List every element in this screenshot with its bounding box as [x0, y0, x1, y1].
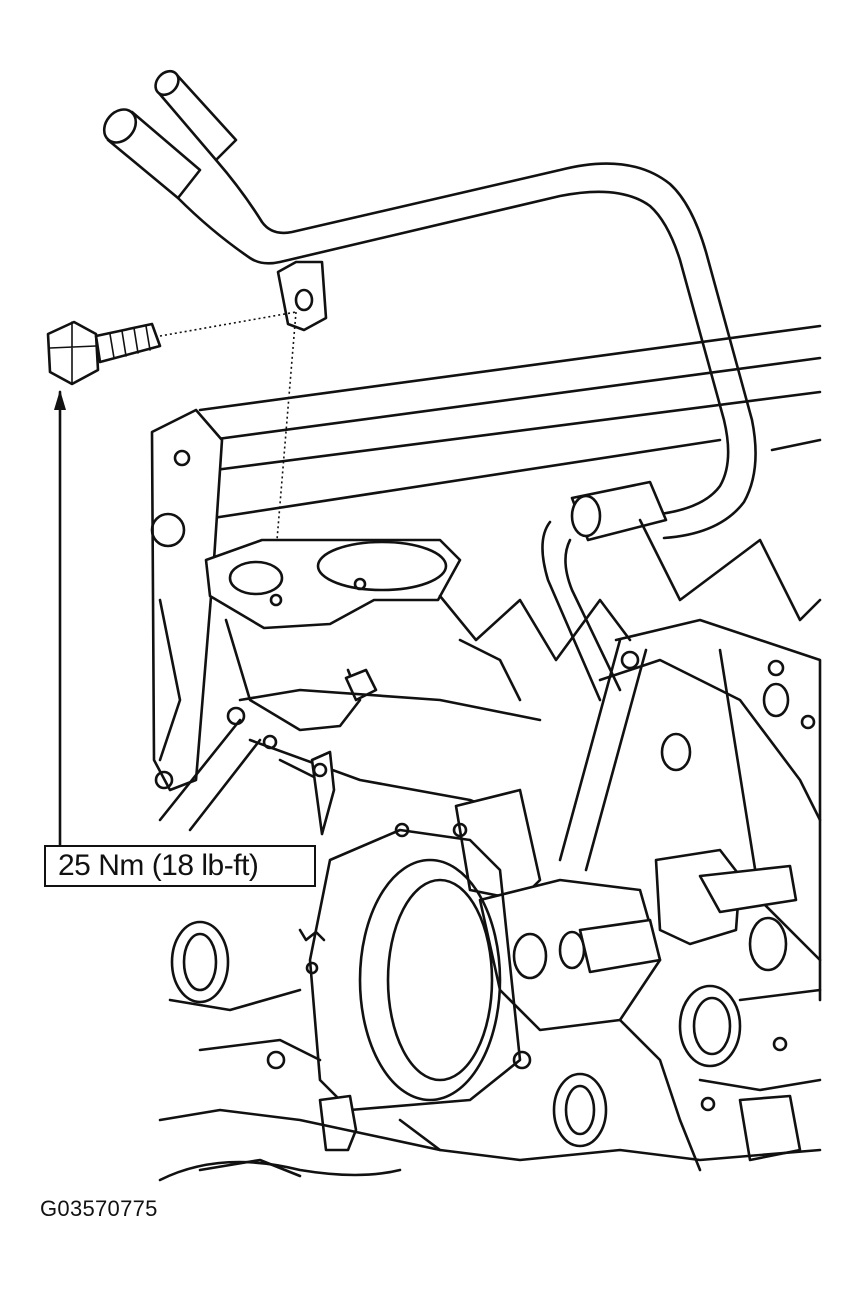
bolt-icon [46, 311, 297, 601]
arrow-up-icon [54, 390, 66, 848]
heater-tube-icon [102, 69, 757, 702]
engine-block-icon [150, 324, 822, 1182]
figure-id: G03570775 [40, 1196, 158, 1221]
torque-spec-label: 25 Nm (18 lb-ft) [44, 845, 316, 887]
